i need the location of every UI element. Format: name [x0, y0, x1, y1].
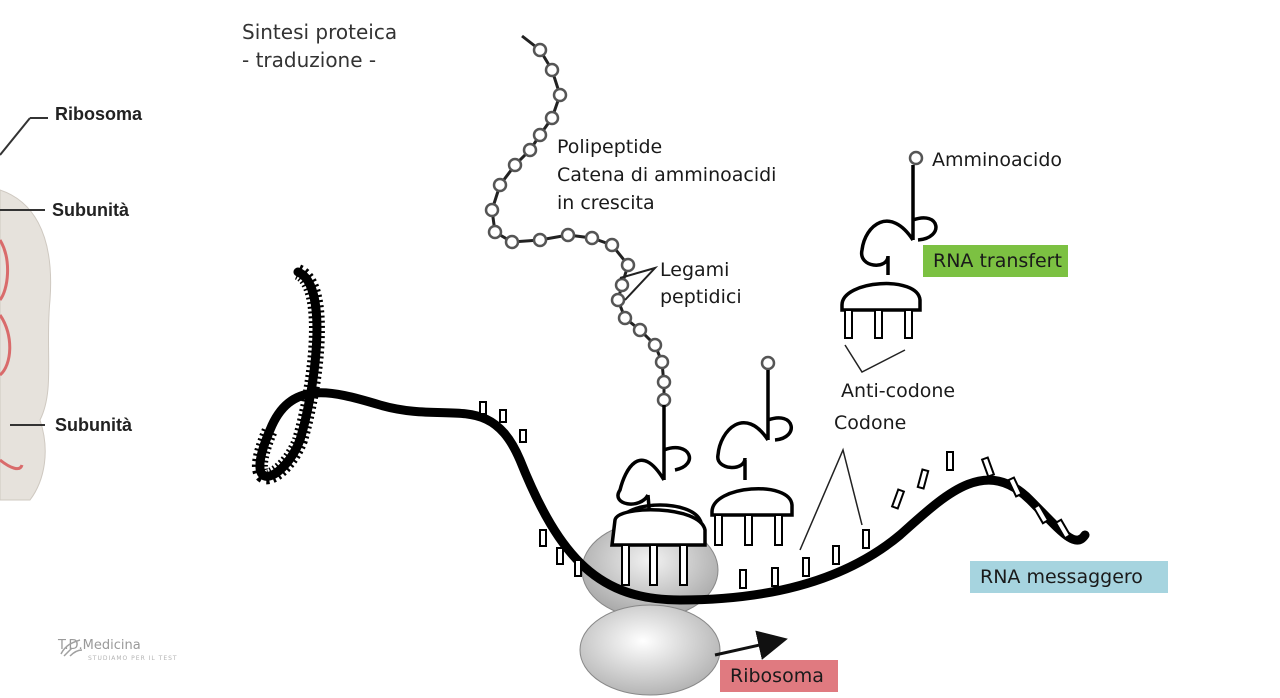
logo-text: T.D.Medicina [58, 638, 141, 653]
anticodon-label: Anti-codone [841, 380, 956, 402]
diagram-title-line1: Sintesi proteica [242, 20, 398, 44]
ribosome-small-subunit [579, 604, 721, 696]
trna-free [840, 150, 938, 312]
codon-label: Codone [834, 412, 907, 434]
ribosome-tag: Ribosoma [720, 660, 838, 692]
trna-free-anticodons [844, 309, 913, 339]
left-ribosome-illustration [0, 189, 52, 501]
peptide-bonds-label-line2: peptidici [660, 286, 742, 308]
codon-pointer [799, 447, 863, 551]
polypeptide-label-line2: Catena di amminoacidi [557, 164, 777, 186]
polypeptide-chain-line [490, 34, 666, 400]
diagram-title-line2: - traduzione - [242, 48, 377, 72]
amino-acid-beads [484, 42, 672, 408]
polypeptide-label: Polipeptide [557, 136, 663, 158]
left-ribosome-label: Ribosoma [55, 104, 143, 124]
trna-incoming [710, 355, 794, 517]
trna-tag: RNA transfert [923, 245, 1068, 277]
trna-in-ribosome-anticodons [621, 544, 688, 586]
logo-tagline: STUDIAMO PER IL TEST [88, 655, 178, 662]
codon-teeth [479, 401, 1072, 589]
amino-acid-label: Amminoacido [932, 149, 1063, 171]
ribosome-pointer-line [0, 117, 48, 156]
peptide-bonds-label: Legami [660, 259, 730, 281]
ribosome-direction-arrow [714, 630, 788, 660]
trna-in-ribosome [610, 405, 707, 547]
mrna-tag: RNA messaggero [970, 561, 1168, 593]
logo-icon [60, 639, 83, 657]
anticodon-pointer [844, 344, 906, 373]
polypeptide-label-line3: in crescita [557, 192, 655, 214]
left-subunit-bottom-label: Subunità [55, 415, 132, 435]
trna-incoming-anticodons [714, 514, 783, 546]
left-subunit-top-label: Subunità [52, 200, 129, 220]
mrna-tail-ticks [251, 264, 325, 485]
peptide-bond-pointer [619, 266, 659, 301]
